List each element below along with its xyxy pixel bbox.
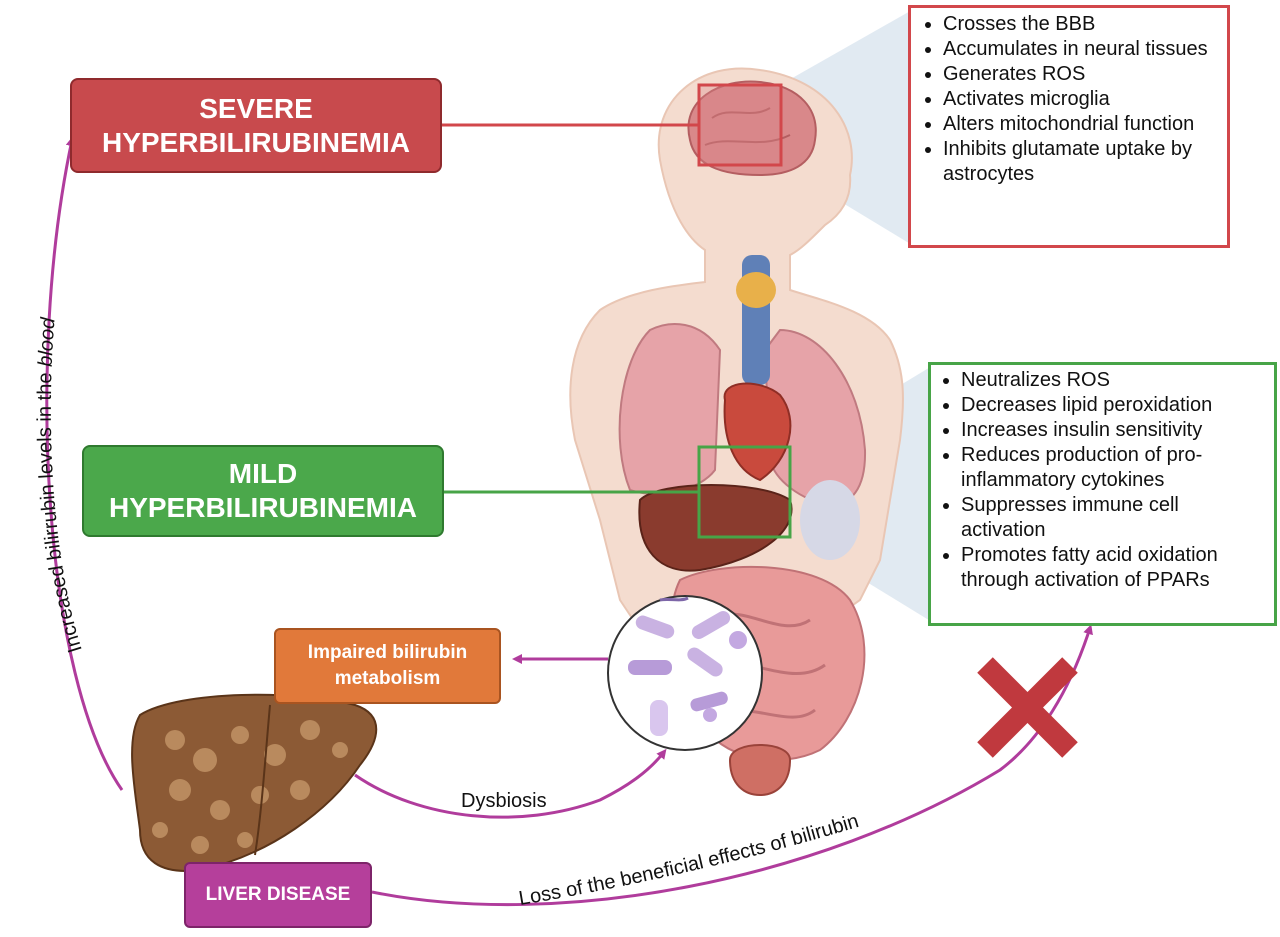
gut-microbiota-illustration <box>607 595 763 751</box>
list-item: Accumulates in neural tissues <box>943 37 1219 62</box>
mild-title-line1: MILD <box>228 458 298 489</box>
blood-arrow <box>45 136 124 791</box>
severe-effects-list: Crosses the BBB Accumulates in neural ti… <box>908 5 1230 248</box>
impaired-line1: Impaired bilirubin <box>307 642 468 663</box>
list-item: Reduces production of pro-inflammatory c… <box>961 443 1268 493</box>
loss-label: Loss of the beneficial effects of biliru… <box>517 810 861 910</box>
mild-effects-list: Neutralizes ROS Decreases lipid peroxida… <box>928 362 1277 626</box>
list-item: Promotes fatty acid oxidation through ac… <box>961 543 1268 593</box>
list-item: Decreases lipid peroxidation <box>961 393 1268 418</box>
severe-title-line1: SEVERE <box>199 92 313 124</box>
blocked-cross-icon <box>977 657 1078 758</box>
loss-arrow <box>371 624 1093 907</box>
dysbiosis-label: Dysbiosis <box>461 790 547 812</box>
list-item: Activates microglia <box>943 87 1219 112</box>
liver-disease-box: LIVER DISEASE <box>184 862 372 928</box>
list-item: Generates ROS <box>943 62 1219 87</box>
list-item: Crosses the BBB <box>943 12 1219 37</box>
impaired-line2: metabolism <box>334 668 441 689</box>
diseased-liver-illustration <box>131 693 378 872</box>
list-item: Alters mitochondrial function <box>943 112 1219 137</box>
list-item: Suppresses immune cell activation <box>961 493 1268 543</box>
liver-disease-label: LIVER DISEASE <box>205 884 351 905</box>
impaired-metabolism-box: Impaired bilirubin metabolism <box>274 628 501 704</box>
list-item: Increases insulin sensitivity <box>961 418 1268 443</box>
blood-label: Increased bilirrubin levels in the blood <box>34 316 87 655</box>
dysbiosis-arrow <box>354 748 667 819</box>
list-item: Inhibits glutamate uptake by astrocytes <box>943 137 1219 187</box>
mild-title-line2: HYPERBILIRUBINEMIA <box>108 492 417 523</box>
brain-highlight-frame <box>697 83 783 167</box>
severe-title-line2: HYPERBILIRUBINEMIA <box>101 126 410 158</box>
list-item: Neutralizes ROS <box>961 368 1268 393</box>
